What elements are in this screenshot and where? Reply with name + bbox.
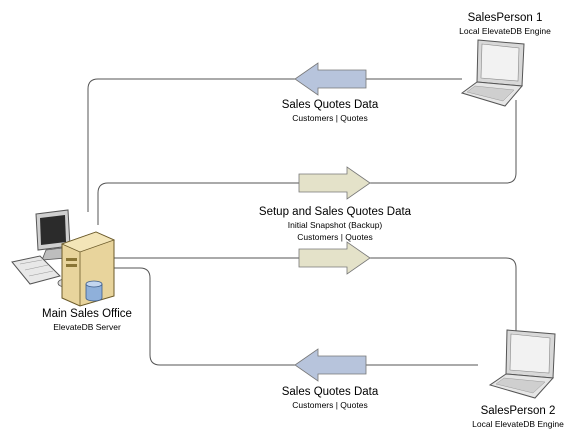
arrow-left-sp1 xyxy=(294,62,367,96)
flow1-line1: Customers | Quotes xyxy=(292,113,368,123)
main-office-detail: ElevateDB Server xyxy=(53,322,121,332)
flow2-line1: Initial Snapshot (Backup) xyxy=(287,220,383,230)
connector-sp1-return xyxy=(87,78,462,212)
flow2-title: Setup and Sales Quotes Data xyxy=(258,206,412,218)
salesperson1-name: SalesPerson 1 xyxy=(467,12,543,24)
arrow-right-sp2 xyxy=(298,241,371,275)
arrow-left-sp2 xyxy=(294,348,367,382)
flow1-title: Sales Quotes Data xyxy=(281,99,379,111)
salesperson1-detail: Local ElevateDB Engine xyxy=(459,26,551,36)
salesperson2-name: SalesPerson 2 xyxy=(480,405,556,417)
connector-sp2-setup xyxy=(112,257,517,335)
flow4-title: Sales Quotes Data xyxy=(281,386,379,398)
connector-sp2-return xyxy=(112,267,478,366)
laptop-icon-salesperson2 xyxy=(488,329,556,399)
server-workstation-icon xyxy=(11,209,116,307)
flow2-line2: Customers | Quotes xyxy=(297,232,373,242)
main-office-name: Main Sales Office xyxy=(42,308,132,320)
flow4-line1: Customers | Quotes xyxy=(292,400,368,410)
laptop-icon-salesperson1 xyxy=(460,39,525,107)
salesperson2-detail: Local ElevateDB Engine xyxy=(472,419,564,429)
arrow-right-setup xyxy=(298,166,371,200)
